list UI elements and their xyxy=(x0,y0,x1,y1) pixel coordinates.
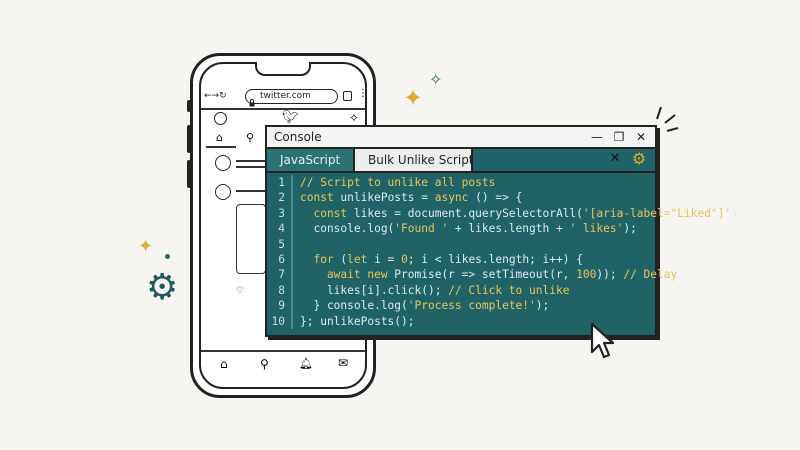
phone-button xyxy=(187,125,191,153)
code-token: + likes.length + xyxy=(448,222,570,236)
code-line: 1 // Script to unlike all posts xyxy=(267,175,655,191)
code-token: likes[i].click(); xyxy=(300,283,449,297)
console-titlebar: Console — ❐ ✕ xyxy=(267,127,655,149)
home-icon[interactable]: ⌂ xyxy=(216,131,223,144)
code-token: 'Found ' xyxy=(394,222,449,236)
browser-nav-icons[interactable]: ←→↻ xyxy=(204,91,227,101)
arrow-cursor-icon xyxy=(590,322,616,364)
url-text: twitter.com xyxy=(260,91,311,101)
phone-button xyxy=(187,100,191,112)
code-token: unlikePosts = xyxy=(340,191,435,205)
sparkle-icon: ✦ xyxy=(403,84,424,112)
code-token: ' likes' xyxy=(569,222,624,236)
settings-icon[interactable]: ⚙ xyxy=(631,149,647,168)
search-icon[interactable]: ⚲ xyxy=(246,131,255,144)
nav-home-icon[interactable]: ⌂ xyxy=(220,357,228,371)
code-line: 10 }; unlikePosts(); xyxy=(267,313,655,329)
dot-icon xyxy=(165,254,170,259)
console-window: Console — ❐ ✕ JavaScript Bulk Unlike Scr… xyxy=(265,125,745,337)
code-line: 8 likes[i].click(); // Click to unlike xyxy=(267,282,655,299)
code-token: ; i < likes.length; i++) { xyxy=(407,252,583,266)
line-number: 8 xyxy=(271,282,293,299)
code-token: // Script to unlike all posts xyxy=(300,176,496,189)
tab-bulk-unlike-script[interactable]: Bulk Unlike Script xyxy=(353,149,474,171)
emphasis-lines-icon xyxy=(655,105,679,133)
code-token: } console.log( xyxy=(300,299,408,313)
close-icon[interactable]: ✕ xyxy=(635,130,647,144)
code-token: 0 xyxy=(401,252,408,266)
line-number: 4 xyxy=(271,221,293,237)
code-line: 9 } console.log('Process complete!'); xyxy=(267,298,655,314)
line-number: 9 xyxy=(271,298,293,314)
line-number: 1 xyxy=(271,175,293,191)
sparkle-icon[interactable]: ✧ xyxy=(349,111,360,125)
line-number: 10 xyxy=(271,313,293,329)
code-token: ( xyxy=(340,252,348,266)
lock-icon xyxy=(249,92,255,107)
more-icon[interactable]: ⋮ xyxy=(358,88,368,99)
minimize-icon[interactable]: — xyxy=(591,130,603,144)
code-token: ); xyxy=(623,222,637,236)
code-token: Promise(r => setTimeout(r, xyxy=(394,268,577,282)
code-token: // Delay xyxy=(623,268,678,282)
code-token: '[aria-label="Liked"]' xyxy=(582,206,732,220)
line-number: 5 xyxy=(271,236,293,252)
code-line: 7 await new Promise(r => setTimeout(r, 1… xyxy=(267,267,677,283)
heart-icon[interactable]: ♡ xyxy=(236,286,245,296)
code-token: 100 xyxy=(576,268,597,282)
tab-javascript[interactable]: JavaScript xyxy=(267,149,353,171)
code-token: i = xyxy=(374,252,402,266)
avatar xyxy=(215,155,231,171)
console-title: Console xyxy=(274,130,322,144)
tab-bar: JavaScript Bulk Unlike Script ✕ ⚙ xyxy=(267,149,655,173)
gear-icon: ⚙ xyxy=(146,267,179,308)
restore-icon[interactable]: ❐ xyxy=(613,130,625,144)
code-token: const xyxy=(300,191,341,205)
code-token: let xyxy=(347,252,375,266)
avatar[interactable] xyxy=(214,112,227,125)
line-number: 2 xyxy=(271,190,293,206)
close-tab-icon[interactable]: ✕ xyxy=(609,151,621,166)
code-token: async xyxy=(434,191,469,205)
code-editor[interactable]: 1 // Script to unlike all posts 2 const unl… xyxy=(267,175,745,329)
code-token: ); xyxy=(731,206,745,220)
nav-search-icon[interactable]: ⚲ xyxy=(260,357,269,371)
code-token: ); xyxy=(535,299,550,313)
line-number: 7 xyxy=(271,267,293,283)
nav-messages-icon[interactable]: ✉ xyxy=(338,356,349,370)
phone-button xyxy=(187,160,191,188)
code-line: 5 xyxy=(267,236,655,252)
code-line: 2 const unlikePosts = async () => { xyxy=(267,190,655,206)
url-bar[interactable]: twitter.com xyxy=(245,89,338,104)
twitter-logo-icon: 🐦︎ xyxy=(282,110,299,125)
code-token: 'Process complete!' xyxy=(407,299,536,313)
code-line: 4 console.log('Found ' + likes.length + … xyxy=(267,221,655,237)
line-number: 6 xyxy=(271,251,293,268)
avatar xyxy=(215,184,231,200)
code-token: )); xyxy=(596,268,624,282)
code-token: await new xyxy=(300,268,395,282)
phone-notch xyxy=(255,62,311,76)
sparkle-icon: ✧ xyxy=(429,70,443,89)
sparkle-icon: ✦ xyxy=(138,236,154,257)
code-token: // Click to unlike xyxy=(448,283,570,297)
code-token: () => { xyxy=(468,191,523,205)
code-line: 3 const likes = document.querySelectorAl… xyxy=(267,205,745,222)
code-token: for xyxy=(300,252,341,266)
code-token: }; unlikePosts(); xyxy=(300,314,415,328)
nav-notifications-icon[interactable]: 🔔︎ xyxy=(299,357,313,370)
code-token: console.log( xyxy=(300,222,395,236)
line-number: 3 xyxy=(271,205,293,222)
tabs-icon[interactable] xyxy=(343,91,352,101)
code-token: likes = document.querySelectorAll( xyxy=(353,206,583,220)
code-line: 6 for (let i = 0; i < likes.length; i++)… xyxy=(267,251,655,268)
post-image xyxy=(236,204,266,274)
code-token: const xyxy=(300,206,354,220)
